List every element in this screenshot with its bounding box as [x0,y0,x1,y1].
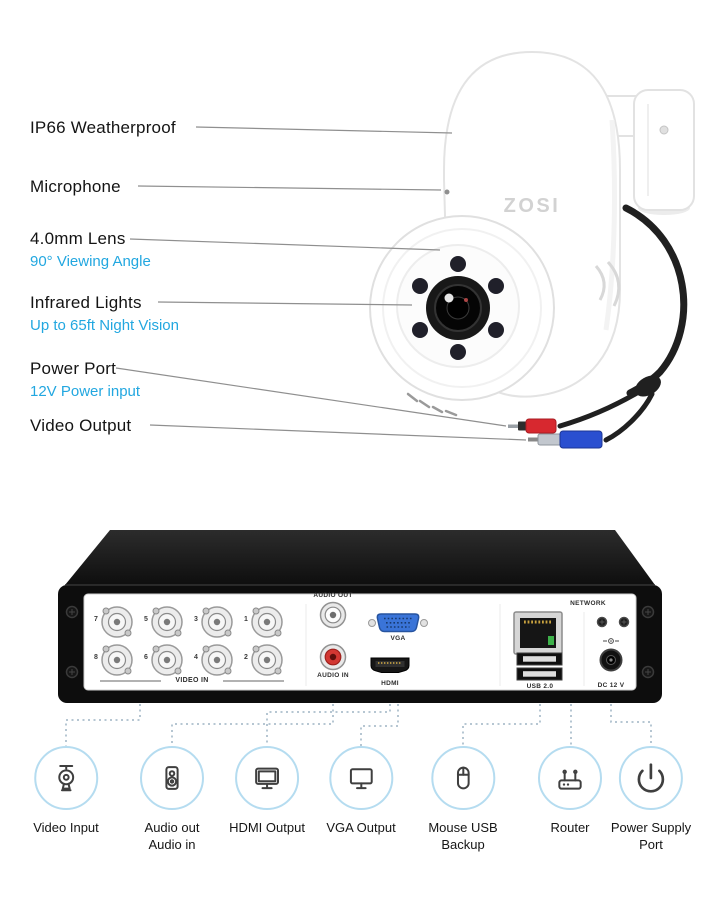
legend-item-video-input: Video Input [33,746,99,837]
bnc-number: 5 [144,616,148,623]
ground-screws [596,616,630,628]
usb-ports [516,652,563,681]
callout-title: Power Port [30,359,117,378]
bnc-number: 8 [94,654,98,661]
legend-label: Audio out Audio in [145,820,200,854]
legend-row: Video Input Audio out Audio in [0,746,720,876]
video-bnc-connector [528,430,603,449]
chassis-screws [65,605,655,679]
dvr-illustration [58,530,662,746]
legend-label: Video Input [33,820,99,837]
callout-ip66-weatherproof: IP66 Weatherproof [30,118,176,138]
monitor-icon [255,767,279,790]
dc-power-label: DC 12 V [597,682,625,689]
legend-item-vga-output: VGA Output [326,746,396,837]
legend-label-line1: HDMI Output [229,820,305,835]
camera-cable [557,204,688,443]
mount-bracket [587,89,695,215]
dvr-chassis [58,530,662,703]
bnc-number: 7 [94,616,98,623]
legend-label: VGA Output [326,820,395,837]
legend-item-router: Router [538,746,602,837]
legend-circle [538,746,602,810]
vga-port [368,613,428,633]
callout-title: 4.0mm Lens [30,229,126,248]
callout-title: Video Output [30,416,132,435]
microphone-hole [444,189,450,195]
video-in-label: VIDEO IN [175,677,209,684]
legend-circle [431,746,495,810]
bnc-number: 1 [244,616,248,623]
audio-in-port [319,643,347,671]
legend-label-line2: Backup [441,836,485,852]
legend-label: Power Supply Port [611,820,691,854]
brand-logo: ZOSI [504,195,561,217]
network-label: NETWORK [570,600,606,607]
callout-lens: 4.0mm Lens 90° Viewing Angle [30,229,151,270]
legend-label-line1: Mouse USB [428,820,498,835]
legend-circle [619,746,683,810]
legend-label: HDMI Output [229,820,305,837]
vga-label: VGA [390,635,406,642]
bnc-video-in-ports [100,606,284,682]
ptz-camera-icon [58,765,74,792]
power-connector [508,418,557,434]
bnc-number: 2 [244,654,248,661]
audio-out-label: AUDIO OUT [313,592,353,599]
camera-head [369,215,555,401]
bnc-number: 6 [144,654,148,661]
callout-microphone: Microphone [30,177,121,197]
monitor-icon [349,768,373,790]
callout-power-port: Power Port 12V Power input [30,359,140,400]
connector-lines [65,704,652,746]
mouse-icon [456,766,470,790]
legend-circle [33,746,98,810]
callout-subtitle: 12V Power input [30,383,141,400]
legend-label-line1: Router [550,820,590,835]
legend-label-line1: Video Input [33,820,99,835]
router-icon [558,769,582,790]
callout-title: Infrared Lights [30,293,142,312]
callout-subtitle: 90° Viewing Angle [30,253,151,270]
legend-item-power-supply: Power Supply Port [611,746,691,854]
power-icon [637,763,665,793]
leader-lines [115,126,527,441]
legend-label-line1: Power Supply [610,820,692,835]
legend-circle [329,746,393,810]
ir-leds [412,256,504,360]
callout-title: Microphone [30,177,121,196]
legend-circle [234,746,299,810]
legend-item-audio: Audio out Audio in [140,746,204,854]
dc-power-jack [599,638,623,672]
callout-subtitle: Up to 65ft Night Vision [30,317,179,334]
legend-circle [140,746,204,810]
legend-label: Router [550,820,589,837]
bnc-number: 4 [194,654,198,661]
camera-illustration: ZOSI [115,50,695,449]
legend-label-line1: Audio out [144,820,200,835]
legend-label-line2: Port [639,836,663,852]
speaker-icon [165,766,179,790]
legend-label: Mouse USB Backup [428,820,497,854]
panel-separators [305,604,585,686]
bnc-number: 3 [194,616,198,623]
legend-item-mouse-usb: Mouse USB Backup [428,746,498,854]
usb-label: USB 2.0 [526,683,554,690]
hdmi-port [370,657,410,673]
ethernet-port [513,611,563,655]
legend-label-line1: VGA Output [326,820,396,835]
audio-out-port [319,601,347,629]
vent-slots [406,392,458,417]
callout-title: IP66 Weatherproof [30,118,176,137]
hdmi-label: HDMI [381,680,399,687]
callout-infrared-lights: Infrared Lights Up to 65ft Night Vision [30,293,179,334]
legend-label-line2: Audio in [148,836,196,852]
callout-video-output: Video Output [30,416,131,436]
camera-lens [426,276,490,340]
audio-in-label: AUDIO IN [317,672,349,679]
legend-item-hdmi-output: HDMI Output [229,746,305,837]
